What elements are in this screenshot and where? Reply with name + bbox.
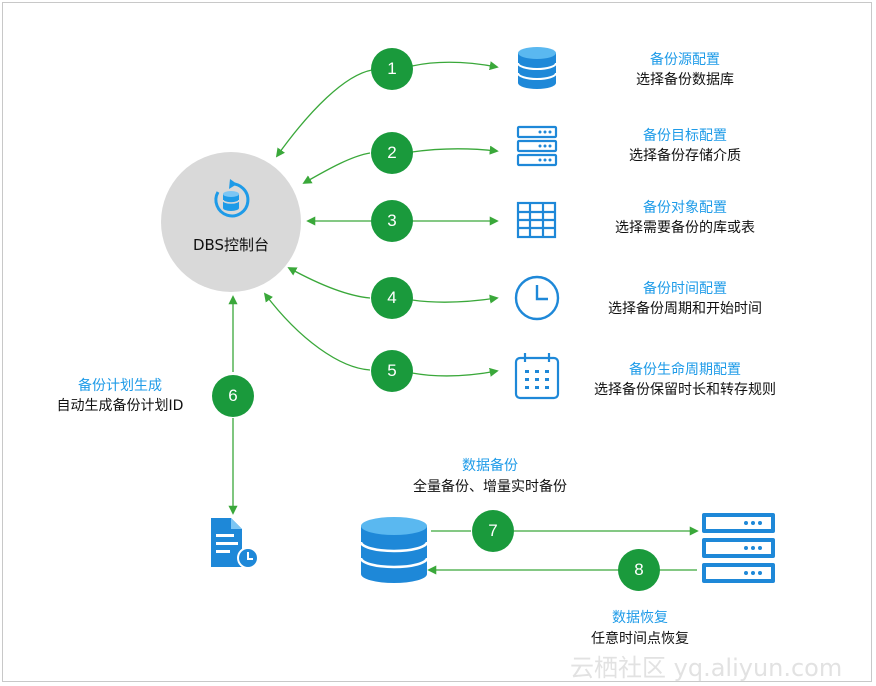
step-1-title: 备份源配置 [650,52,720,68]
server-rack-icon [516,125,558,167]
step-2-description: 选择备份存储介质 [629,148,741,164]
connector-5b [411,367,499,377]
table-grid-icon [516,201,557,239]
step-4-description: 选择备份周期和开始时间 [608,301,762,317]
step-badge-4: 4 [371,277,413,319]
step-badge-8: 8 [618,549,660,591]
step-badge-7: 7 [472,510,514,552]
step-5-title: 备份生命周期配置 [629,362,741,378]
source-database-icon [359,517,429,583]
plan-description: 自动生成备份计划ID [56,398,184,414]
calendar-icon [514,353,560,400]
backup-description: 全量备份、增量实时备份 [413,479,567,495]
connector-4b [411,294,499,304]
backup-title: 数据备份 [462,458,518,474]
backup-storage-server-icon [702,513,775,583]
connector-1b [411,61,499,71]
restore-title: 数据恢复 [612,610,668,626]
step-1-description: 选择备份数据库 [636,72,734,88]
step-badge-2: 2 [371,132,413,174]
plan-title: 备份计划生成 [78,378,162,394]
connector-2 [302,152,371,184]
database-icon [517,47,557,89]
clock-icon [514,275,560,321]
step-badge-3: 3 [371,200,413,242]
refresh-database-icon [214,179,250,218]
connector-1 [275,69,373,158]
step-badge-1: 1 [371,48,413,90]
connector-2b [411,145,499,155]
step-5-description: 选择备份保留时长和转存规则 [594,382,776,398]
restore-description: 任意时间点恢复 [591,631,689,647]
console-label: DBS控制台 [192,236,270,254]
connector-4 [287,267,371,299]
dbs-console-node: DBS控制台 [161,152,301,292]
step-4-title: 备份时间配置 [643,281,727,297]
document-clock-icon [211,518,259,569]
step-2-title: 备份目标配置 [643,128,727,144]
watermark: 云栖社区 yq.aliyun.com [570,654,843,682]
step-3-title: 备份对象配置 [643,200,727,216]
step-3-description: 选择需要备份的库或表 [615,220,755,236]
step-badge-5: 5 [371,350,413,392]
step-badge-6: 6 [212,375,254,417]
connector-5 [263,292,371,371]
